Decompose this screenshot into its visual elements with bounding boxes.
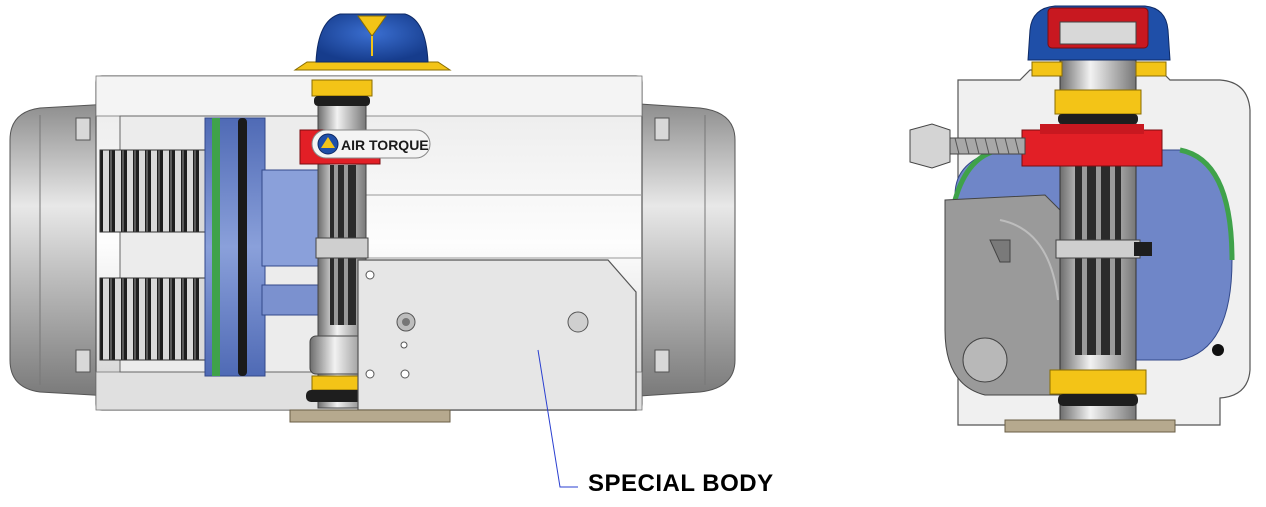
left-end-cap [9,103,111,397]
callout-special-body: SPECIAL BODY [588,470,774,497]
mounting-base-left [289,409,451,423]
spring-upper [99,149,211,233]
spring-lower [99,277,211,361]
end-red-gear [1021,129,1163,167]
piston-o-ring [238,118,247,376]
cutaway-interior [99,115,326,377]
travel-stop-bolt [909,123,1026,169]
mounting-base-right [1004,419,1176,433]
position-indicator [293,13,452,71]
special-body-block [357,259,637,411]
piston-seal-green [212,118,220,376]
actuator-side-view: AIR TORQUE [9,13,736,423]
right-end-cap [639,103,736,397]
brand-label: AIR TORQUE [341,137,429,153]
actuator-end-view [909,5,1251,433]
indicator-arrow-icon [357,15,387,37]
callout-leader-line [537,349,578,488]
brand-badge: AIR TORQUE [311,129,431,159]
